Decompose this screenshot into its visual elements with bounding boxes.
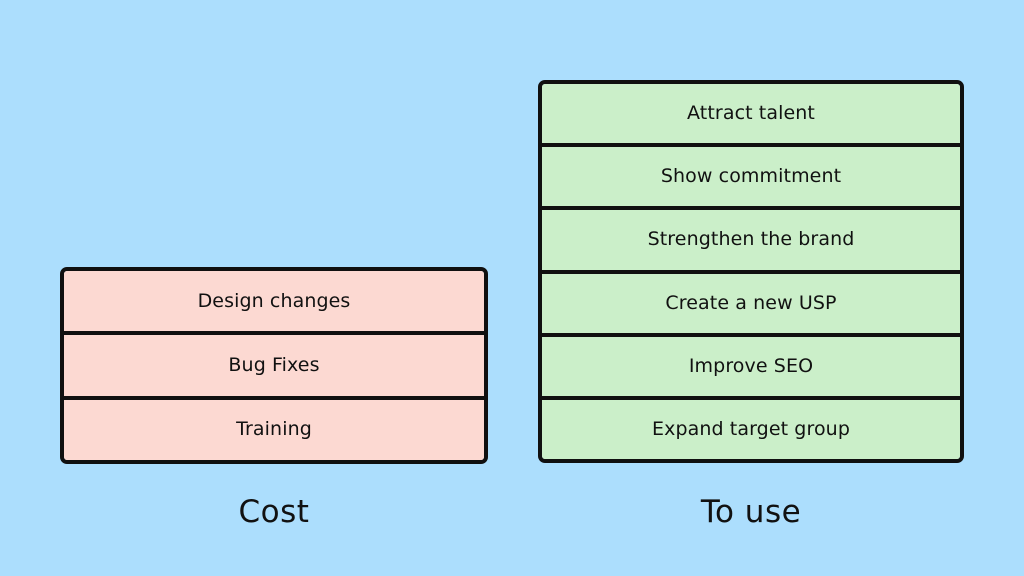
cost-item-design-changes[interactable]: Design changes bbox=[64, 271, 484, 332]
to-use-stack-caption: To use bbox=[700, 494, 802, 530]
to-use-item-label: Create a new USP bbox=[665, 291, 837, 314]
to-use-item-strengthen-the-brand[interactable]: Strengthen the brand bbox=[542, 206, 960, 270]
to-use-item-improve-seo[interactable]: Improve SEO bbox=[542, 332, 960, 396]
to-use-item-expand-target-group[interactable]: Expand target group bbox=[542, 395, 960, 459]
cost-item-label: Design changes bbox=[197, 289, 351, 312]
to-use-item-label: Expand target group bbox=[652, 417, 850, 440]
to-use-stack: Attract talent Show commitment Strengthe… bbox=[538, 80, 964, 463]
cost-stack-caption: Cost bbox=[238, 494, 310, 530]
to-use-item-label: Show commitment bbox=[660, 165, 842, 188]
to-use-item-attract-talent[interactable]: Attract talent bbox=[542, 84, 960, 144]
cost-item-training[interactable]: Training bbox=[64, 395, 484, 460]
cost-item-label: Bug Fixes bbox=[228, 353, 320, 376]
cost-item-bug-fixes[interactable]: Bug Fixes bbox=[64, 331, 484, 396]
to-use-item-label: Attract talent bbox=[687, 102, 815, 125]
to-use-item-label: Improve SEO bbox=[688, 354, 814, 377]
cost-stack: Design changes Bug Fixes Training bbox=[60, 267, 488, 464]
to-use-item-show-commitment[interactable]: Show commitment bbox=[542, 143, 960, 207]
to-use-item-label: Strengthen the brand bbox=[647, 228, 855, 251]
to-use-item-create-a-new-usp[interactable]: Create a new USP bbox=[542, 269, 960, 333]
cost-item-label: Training bbox=[236, 418, 312, 441]
